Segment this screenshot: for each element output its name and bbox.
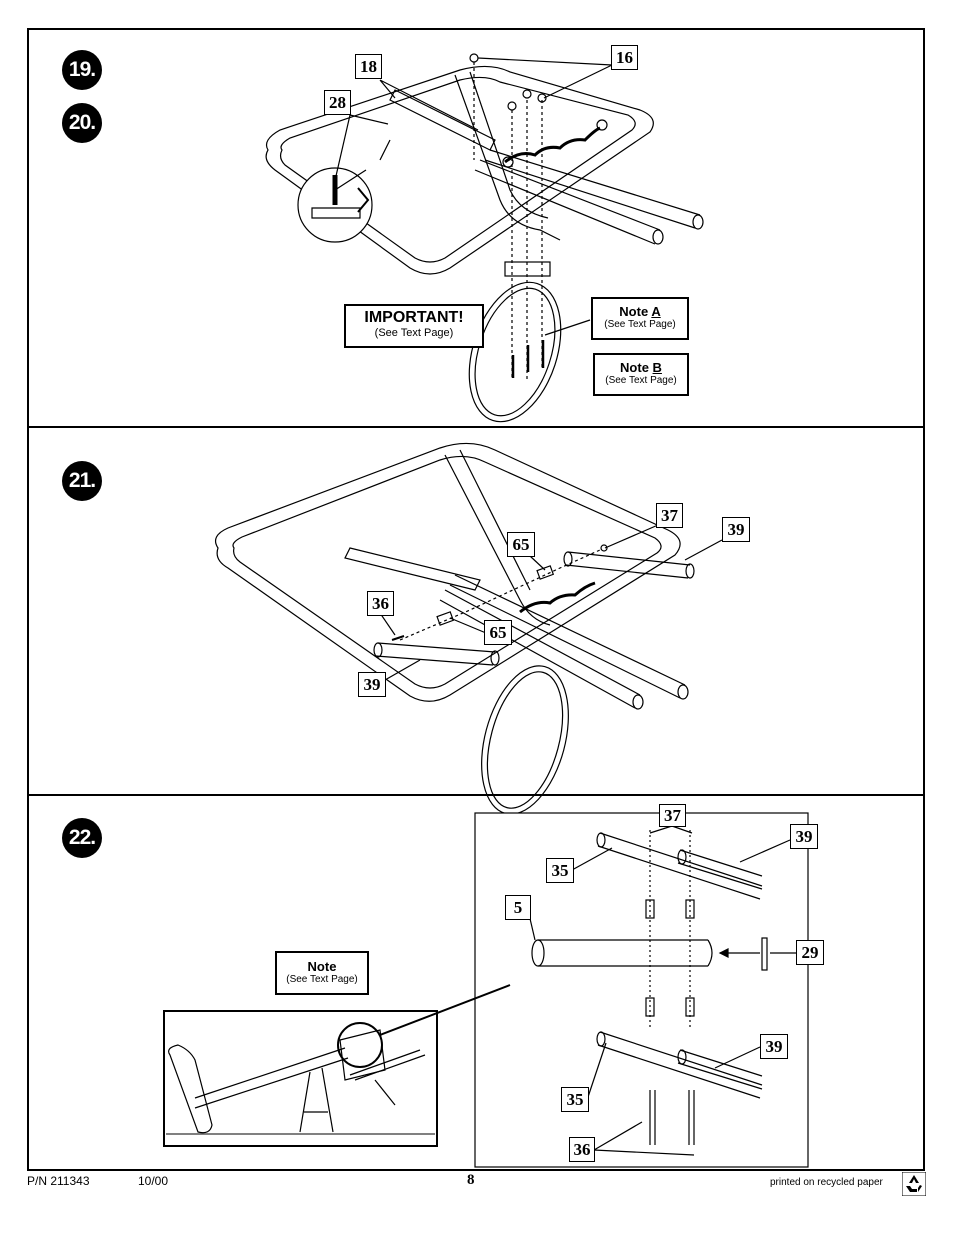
footer-date: 10/00 [138,1174,169,1188]
part-callout-39-step22-top: 39 [790,824,818,849]
part-callout-36-step21: 36 [367,591,394,616]
note-b-prefix: Note [620,360,653,375]
part-callout-65-step21-bottom: 65 [484,620,512,645]
note-step22-subtitle: (See Text Page) [286,974,358,985]
footer-recycled-text: printed on recycled paper [770,1177,883,1188]
note-b-box: Note B (See Text Page) [593,353,689,396]
part-callout-5-step22: 5 [505,895,531,920]
part-callout-29-step22: 29 [796,940,824,965]
note-b-subtitle: (See Text Page) [605,375,677,386]
important-title: IMPORTANT! [364,309,464,326]
important-subtitle: (See Text Page) [374,327,454,339]
part-callout-37-step21: 37 [656,503,683,528]
part-callout-39-step21-top: 39 [722,517,750,542]
footer-part-number: P/N 211343 [27,1174,90,1188]
part-callout-35-step22-top: 35 [546,858,574,883]
note-a-box: Note A (See Text Page) [591,297,689,340]
part-callout-37-step22: 37 [659,804,686,827]
frame-drawing-19-20 [265,53,704,423]
note-a-subtitle: (See Text Page) [604,319,676,330]
part-callout-39-step21-bottom: 39 [358,672,386,697]
part-callout-35-step22-bottom: 35 [561,1087,589,1112]
part-callout-36-step22: 36 [569,1137,595,1162]
important-note-box: IMPORTANT! (See Text Page) [344,304,484,348]
step-22-badge: 22. [62,818,102,858]
part-callout-28: 28 [324,90,351,115]
note-b-letter: B [652,360,662,375]
part-callout-65-step21-top: 65 [507,532,535,557]
frame-drawing-22 [163,812,809,1168]
step-21-badge: 21. [62,461,102,501]
part-callout-39-step22-bottom: 39 [760,1034,788,1059]
footer-page-number: 8 [467,1172,475,1188]
recycle-icon [901,1171,927,1197]
part-callout-18: 18 [355,54,382,79]
note-a-prefix: Note [619,304,652,319]
step-19-badge: 19. [62,50,102,90]
frame-drawing-21 [215,442,723,815]
note-step22-box: Note (See Text Page) [275,951,369,995]
part-callout-16: 16 [611,45,638,70]
panel-step-21 [27,426,925,796]
note-a-letter: A [651,304,661,319]
note-step22-title: Note [307,959,337,974]
step-20-badge: 20. [62,103,102,143]
